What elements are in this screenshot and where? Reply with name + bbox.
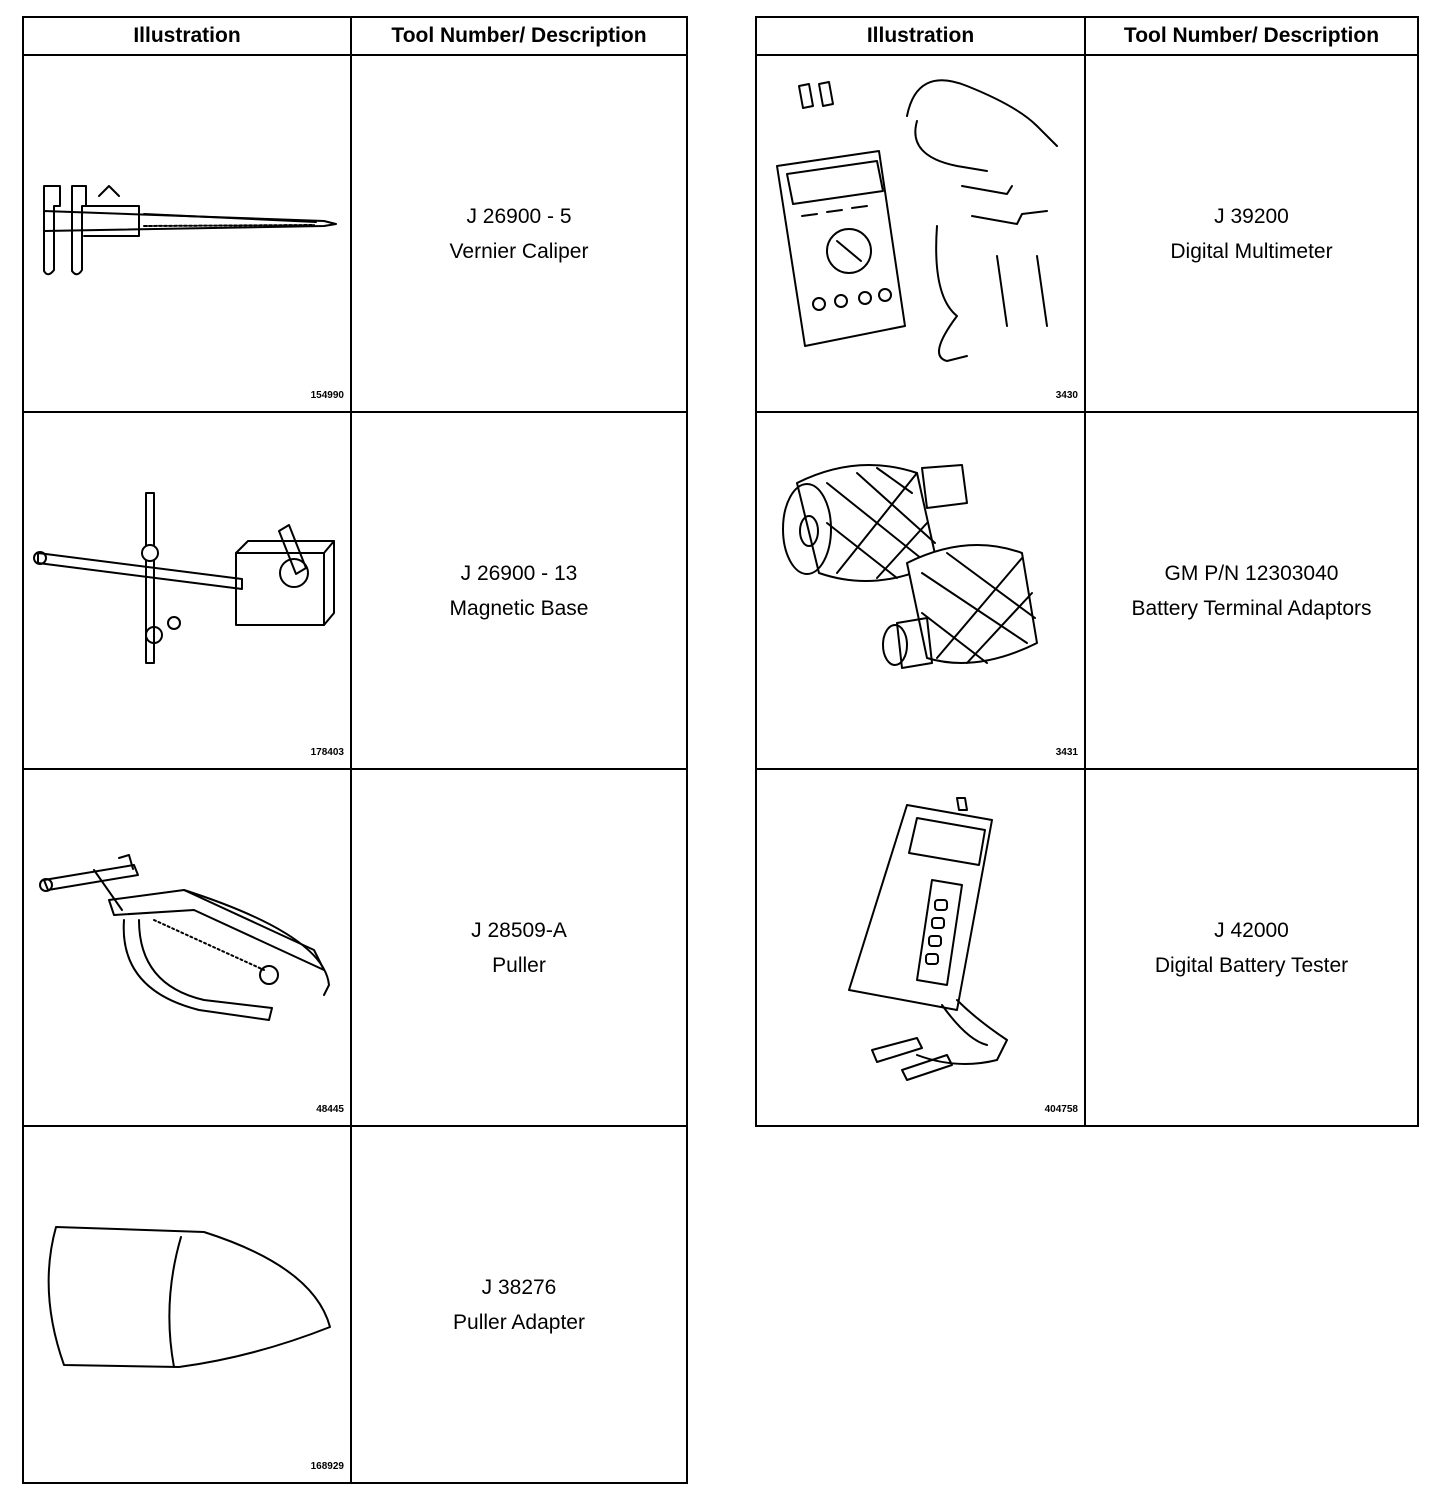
tool-description-cell: J 42000 Digital Battery Tester: [1084, 768, 1419, 1127]
figure-id: 404758: [1044, 1104, 1078, 1115]
tool-description-cell: J 26900 - 5 Vernier Caliper: [350, 54, 688, 413]
table-row: 154990 J 26900 - 5 Vernier Caliper: [22, 54, 688, 413]
tool-description: Vernier Caliper: [449, 239, 589, 263]
tools-table-left: Illustration Tool Number/ Description 15…: [22, 16, 688, 1484]
tool-description: Puller Adapter: [453, 1310, 585, 1334]
illustration-header: Illustration: [755, 16, 1086, 56]
tool-description-cell: J 26900 - 13 Magnetic Base: [350, 411, 688, 770]
table-row: 168929 J 38276 Puller Adapter: [22, 1125, 688, 1484]
table-row: 3431 GM P/N 12303040 Battery Terminal Ad…: [755, 411, 1419, 770]
tool-description: Puller: [492, 953, 546, 977]
tool-description: Magnetic Base: [449, 596, 589, 620]
table-row: 3430 J 39200 Digital Multimeter: [755, 54, 1419, 413]
tool-number: J 28509-A: [471, 918, 567, 942]
tool-number: J 26900 - 5: [466, 204, 572, 228]
figure-id: 3431: [1055, 747, 1078, 758]
tool-number: J 42000: [1214, 918, 1289, 942]
illustration-header: Illustration: [22, 16, 352, 56]
tools-table-right: Illustration Tool Number/ Description: [755, 16, 1419, 1127]
tool-description-header: Tool Number/ Description: [1084, 16, 1419, 56]
illustration-cell: 168929: [22, 1125, 352, 1484]
tool-number: J 26900 - 13: [460, 561, 578, 585]
vernier-caliper-icon: [43, 185, 337, 276]
puller-adapter-icon: [47, 1226, 331, 1368]
tool-number: J 38276: [481, 1275, 557, 1299]
tool-description-cell: J 28509-A Puller: [350, 768, 688, 1127]
illustration-cell: 3430: [755, 54, 1086, 413]
header-row: Illustration Tool Number/ Description: [22, 16, 688, 56]
digital-multimeter-icon: [776, 79, 1058, 362]
battery-terminal-adaptors-icon: [782, 464, 1038, 669]
illustration-cell: 178403: [22, 411, 352, 770]
tool-description: Digital Battery Tester: [1154, 953, 1349, 977]
tool-number: J 39200: [1214, 204, 1289, 228]
illustration-cell: 154990: [22, 54, 352, 413]
puller-icon: [39, 854, 330, 1021]
tool-description: Battery Terminal Adaptors: [1131, 596, 1372, 620]
table-row: 178403 J 26900 - 13 Magnetic Base: [22, 411, 688, 770]
tool-number: GM P/N 12303040: [1164, 561, 1339, 585]
tool-description-cell: GM P/N 12303040 Battery Terminal Adaptor…: [1084, 411, 1419, 770]
tool-description-cell: J 38276 Puller Adapter: [350, 1125, 688, 1484]
figure-id: 154990: [310, 390, 344, 401]
tool-description: Digital Multimeter: [1170, 239, 1333, 263]
digital-battery-tester-icon: [848, 797, 1008, 1081]
table-row: 48445 J 28509-A Puller: [22, 768, 688, 1127]
illustration-cell: 48445: [22, 768, 352, 1127]
illustration-cell: 3431: [755, 411, 1086, 770]
figure-id: 48445: [316, 1104, 344, 1115]
tool-description-header: Tool Number/ Description: [350, 16, 688, 56]
figure-id: 178403: [310, 747, 344, 758]
illustration-cell: 404758: [755, 768, 1086, 1127]
figure-id: 3430: [1055, 390, 1078, 401]
table-row: 404758 J 42000 Digital Battery Tester: [755, 768, 1419, 1127]
header-row: Illustration Tool Number/ Description: [755, 16, 1419, 56]
figure-id: 168929: [310, 1461, 344, 1472]
tool-description-cell: J 39200 Digital Multimeter: [1084, 54, 1419, 413]
magnetic-base-icon: [33, 492, 335, 664]
